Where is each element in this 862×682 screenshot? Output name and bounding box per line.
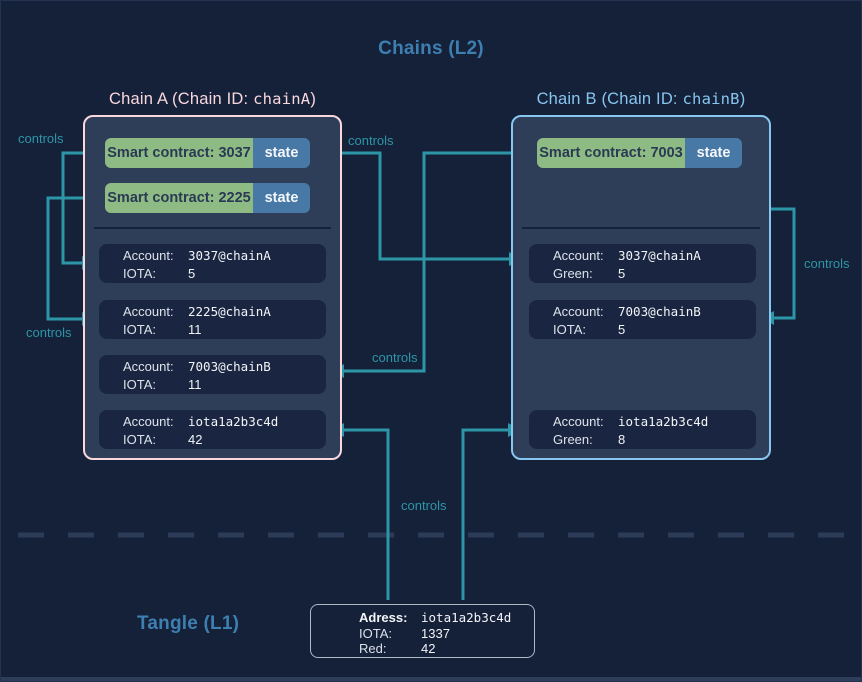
controls-label: controls bbox=[372, 350, 418, 365]
balance-label: IOTA: bbox=[123, 322, 156, 337]
balance-value: 5 bbox=[188, 266, 196, 281]
wire-l1-to-accountB-iota bbox=[461, 428, 508, 600]
chain-b-box: Smart contract: 7003 state Account: 3037@… bbox=[511, 115, 771, 460]
chain-b-title: Chain B (Chain ID: chainB) bbox=[511, 90, 771, 109]
balance-label: IOTA: bbox=[359, 625, 392, 641]
balance-value: 11 bbox=[188, 322, 202, 337]
layer2-title: Chains (L2) bbox=[378, 38, 484, 59]
smart-contract-label: Smart contract: 2225 bbox=[105, 182, 253, 213]
smart-contract-pill-7003: Smart contract: 7003 state bbox=[537, 137, 742, 168]
address-label: Adress: bbox=[359, 610, 408, 625]
wire-sc3037-to-accountB-3037 bbox=[313, 151, 509, 261]
balance-value: 5 bbox=[618, 322, 626, 337]
controls-label: controls bbox=[18, 131, 64, 146]
balance-label: Green: bbox=[553, 266, 593, 281]
smart-contract-pill-3037: Smart contract: 3037 state bbox=[105, 137, 310, 168]
smart-contract-label: Smart contract: 7003 bbox=[537, 137, 685, 168]
balance-value: 8 bbox=[618, 432, 626, 447]
state-badge: state bbox=[253, 182, 310, 213]
account-card: Account: iota1a2b3c4d IOTA: 42 bbox=[99, 410, 326, 449]
wire-sc7003-to-accountA-7003 bbox=[344, 151, 537, 373]
account-value: 3037@chainA bbox=[188, 248, 271, 263]
section-divider bbox=[94, 227, 331, 229]
chain-b-id: chainB bbox=[682, 90, 740, 108]
account-card: Account: 3037@chainA Green: 5 bbox=[529, 244, 756, 283]
account-value: iota1a2b3c4d bbox=[188, 414, 279, 429]
chain-a-title-text: Chain A (Chain ID: bbox=[108, 90, 254, 108]
account-card: Account: 2225@chainA IOTA: 11 bbox=[99, 300, 326, 339]
account-label: Account: bbox=[123, 359, 174, 374]
chain-b-title-text: Chain B (Chain ID: bbox=[536, 90, 683, 108]
account-card: Account: iota1a2b3c4d Green: 8 bbox=[529, 410, 756, 449]
chain-a-title-text: ) bbox=[310, 90, 317, 108]
chain-a-title: Chain A (Chain ID: chainA) bbox=[83, 90, 342, 109]
balance-label: IOTA: bbox=[123, 377, 156, 392]
smart-contract-label: Smart contract: 3037 bbox=[105, 137, 253, 168]
account-value: iota1a2b3c4d bbox=[618, 414, 709, 429]
account-card: Account: 7003@chainB IOTA: 11 bbox=[99, 355, 326, 394]
account-label: Account: bbox=[123, 248, 174, 263]
account-label: Account: bbox=[553, 248, 604, 263]
smart-contract-pill-2225: Smart contract: 2225 state bbox=[105, 182, 310, 213]
state-badge: state bbox=[253, 137, 310, 168]
balance-value: 42 bbox=[421, 641, 436, 657]
account-card: Account: 3037@chainA IOTA: 5 bbox=[99, 244, 326, 283]
account-value: 7003@chainB bbox=[618, 304, 701, 319]
balance-value: 42 bbox=[188, 432, 203, 447]
balance-label: IOTA: bbox=[123, 266, 156, 281]
wire-l1-to-accountA-iota bbox=[344, 428, 390, 600]
account-label: Account: bbox=[553, 304, 604, 319]
section-divider bbox=[522, 227, 760, 229]
layer1-title: Tangle (L1) bbox=[137, 613, 240, 634]
controls-label: controls bbox=[26, 325, 72, 340]
account-label: Account: bbox=[553, 414, 604, 429]
l1-address-card: Adress: iota1a2b3c4d IOTA: 1337 Red: 42 bbox=[310, 604, 535, 658]
account-label: Account: bbox=[123, 414, 174, 429]
address-value: iota1a2b3c4d bbox=[421, 610, 512, 625]
chain-a-id: chainA bbox=[253, 90, 311, 108]
balance-value: 11 bbox=[188, 377, 202, 392]
account-label: Account: bbox=[123, 304, 174, 319]
account-card: Account: 7003@chainB IOTA: 5 bbox=[529, 300, 756, 339]
account-value: 2225@chainA bbox=[188, 304, 271, 319]
controls-label: controls bbox=[401, 498, 447, 513]
balance-label: Green: bbox=[553, 432, 593, 447]
balance-label: IOTA: bbox=[553, 322, 586, 337]
bottom-edge bbox=[1, 677, 861, 681]
controls-label: controls bbox=[348, 133, 394, 148]
balance-label: IOTA: bbox=[123, 432, 156, 447]
controls-label: controls bbox=[804, 256, 850, 271]
account-value: 7003@chainB bbox=[188, 359, 271, 374]
balance-value: 1337 bbox=[421, 625, 450, 641]
chain-a-box: Smart contract: 3037 state Smart contrac… bbox=[83, 115, 342, 460]
balance-value: 5 bbox=[618, 266, 626, 281]
balance-label: Red: bbox=[359, 641, 387, 657]
account-value: 3037@chainA bbox=[618, 248, 701, 263]
chain-b-title-text: ) bbox=[739, 90, 746, 108]
state-badge: state bbox=[685, 137, 742, 168]
